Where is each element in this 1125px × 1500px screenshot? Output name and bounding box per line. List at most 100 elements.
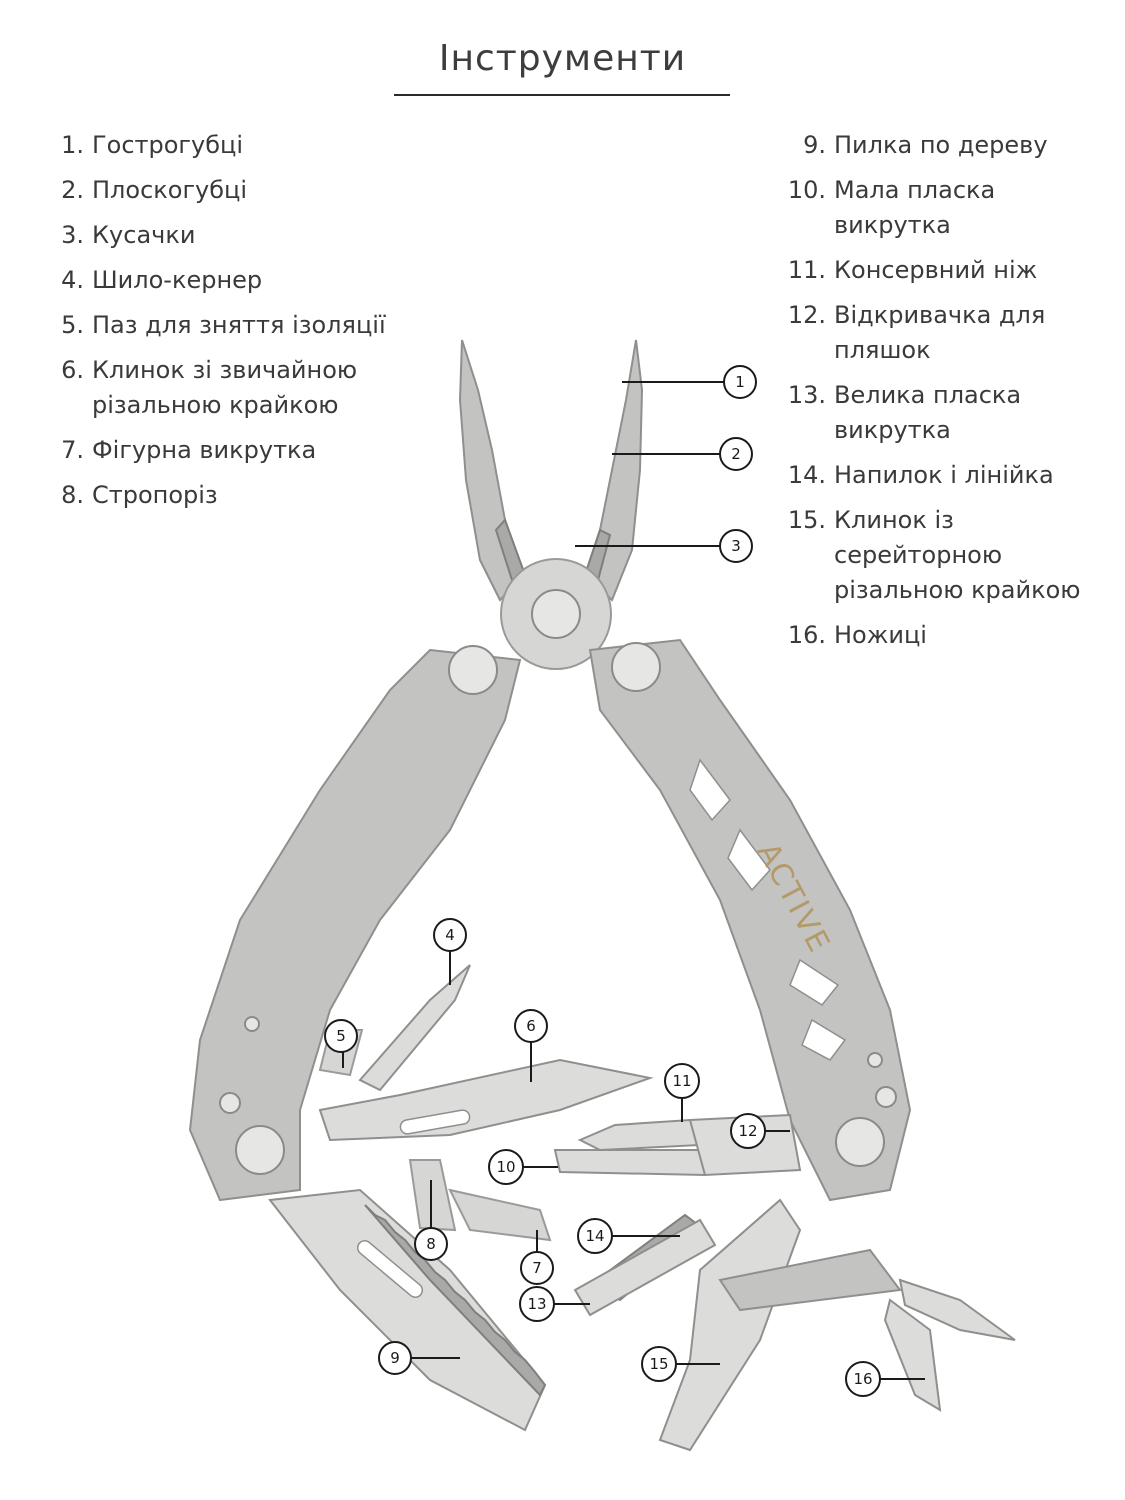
blade-slot bbox=[399, 1109, 471, 1135]
callout-circle bbox=[520, 1251, 554, 1285]
callout-9: 9 bbox=[378, 1341, 460, 1375]
straight-blade bbox=[318, 1058, 654, 1142]
handle-cutout bbox=[801, 1018, 847, 1061]
callout-3: 3 bbox=[575, 529, 753, 563]
callout-number: 11 bbox=[672, 1072, 691, 1090]
handle-pin bbox=[219, 1092, 241, 1114]
legend-text: Паз для зняття ізоляції bbox=[92, 311, 386, 339]
handle-screw bbox=[448, 645, 498, 695]
legend-text: Плоскогубці bbox=[92, 176, 248, 204]
phillips-screwdriver-tool bbox=[448, 1188, 552, 1242]
legend-number: 4. bbox=[61, 266, 84, 294]
legend-text: Напилок і лінійка bbox=[834, 461, 1054, 489]
legend-text: Пилка по дереву bbox=[834, 131, 1048, 159]
strap-cutter-tool bbox=[408, 1159, 457, 1232]
legend-item: 15. Клинок із серейторною різальною крайк… bbox=[782, 503, 1112, 608]
callout-7: 7 bbox=[520, 1230, 554, 1285]
legend-item: 5. Паз для зняття ізоляції bbox=[58, 308, 418, 343]
legend-number: 8. bbox=[61, 481, 84, 509]
legend-number: 10. bbox=[787, 176, 826, 204]
callout-circle bbox=[433, 918, 467, 952]
legend-number: 6. bbox=[61, 356, 84, 384]
scissors-blade bbox=[898, 1278, 1016, 1341]
handle-cutout bbox=[689, 758, 731, 822]
callout-number: 6 bbox=[526, 1017, 536, 1035]
callout-number: 13 bbox=[527, 1295, 546, 1313]
handle-screw bbox=[835, 1117, 885, 1167]
callout-circle bbox=[324, 1019, 358, 1053]
callout-circle bbox=[577, 1218, 613, 1254]
legend-item: 3.Кусачки bbox=[58, 218, 418, 253]
callout-circle bbox=[719, 529, 753, 563]
legend-text: Ножиці bbox=[834, 621, 927, 649]
callout-circle bbox=[414, 1227, 448, 1261]
callout-number: 14 bbox=[585, 1227, 604, 1245]
legend-number: 15. bbox=[787, 506, 826, 534]
handle-left bbox=[188, 648, 522, 1202]
legend-text: Гострогубці bbox=[92, 131, 244, 159]
legend-left: 1. Гострогубці 2. Плоскогубці 3.Кусачки 4.… bbox=[58, 128, 418, 523]
handle-cutout bbox=[727, 828, 771, 892]
callout-15: 15 bbox=[641, 1346, 720, 1382]
legend-item: 9.Пилка по дереву bbox=[782, 128, 1112, 163]
legend-item: 4.Шило-кернер bbox=[58, 263, 418, 298]
callout-circle bbox=[514, 1009, 548, 1043]
scissors-blade bbox=[883, 1298, 942, 1412]
callout-number: 10 bbox=[496, 1158, 515, 1176]
callout-number: 12 bbox=[738, 1122, 757, 1140]
legend-text: Клинок із серейторною різальною крайкою bbox=[834, 506, 1081, 604]
pivot-screw bbox=[531, 589, 581, 639]
legend-number: 13. bbox=[787, 381, 826, 409]
saw-teeth bbox=[364, 1204, 547, 1397]
callout-circle bbox=[719, 437, 753, 471]
legend-text: Велика пласка викрутка bbox=[834, 381, 1022, 444]
callout-16: 16 bbox=[845, 1361, 925, 1397]
legend-number: 2. bbox=[61, 176, 84, 204]
legend-number: 16. bbox=[787, 621, 826, 649]
serrated-blade bbox=[658, 1198, 802, 1452]
legend-item: 6. Клинок зі звичайною різальною крайкою bbox=[58, 353, 418, 423]
legend-item: 1. Гострогубці bbox=[58, 128, 418, 163]
callout-circle bbox=[664, 1063, 700, 1099]
callout-8: 8 bbox=[414, 1180, 448, 1261]
callout-number: 16 bbox=[853, 1370, 872, 1388]
saw-blade bbox=[268, 1188, 547, 1432]
legend-number: 7. bbox=[61, 436, 84, 464]
small-flat-screwdriver bbox=[553, 1149, 707, 1177]
legend-item: 14.Напилок і лінійка bbox=[782, 458, 1112, 493]
handle-pin bbox=[244, 1016, 260, 1032]
legend-text: Мала пласка викрутка bbox=[834, 176, 996, 239]
legend-text: Консервний ніж bbox=[834, 256, 1038, 284]
callout-circle bbox=[723, 365, 757, 399]
callout-14: 14 bbox=[577, 1218, 680, 1254]
callout-2: 2 bbox=[612, 437, 753, 471]
legend-text: Кусачки bbox=[92, 221, 196, 249]
legend-text: Фігурна викрутка bbox=[92, 436, 317, 464]
legend-number: 11. bbox=[787, 256, 826, 284]
callout-10: 10 bbox=[488, 1149, 558, 1185]
large-flat-screwdriver bbox=[573, 1218, 717, 1317]
legend-number: 1. bbox=[61, 131, 84, 159]
legend-item: 13. Велика пласка викрутка bbox=[782, 378, 1112, 448]
callout-number: 2 bbox=[731, 445, 741, 463]
legend-right: 9.Пилка по дереву 10. Мала пласка викрутк… bbox=[782, 128, 1112, 663]
callout-circle bbox=[378, 1341, 412, 1375]
callout-number: 7 bbox=[532, 1259, 542, 1277]
legend-text: Відкривачка для пляшок bbox=[834, 301, 1046, 364]
legend-item: 10. Мала пласка викрутка bbox=[782, 173, 1112, 243]
callout-12: 12 bbox=[730, 1113, 790, 1149]
handle-screw bbox=[611, 642, 661, 692]
can-opener-tool bbox=[577, 1118, 702, 1152]
callout-circle bbox=[641, 1346, 677, 1382]
callout-circle bbox=[519, 1286, 555, 1322]
handle-screw bbox=[235, 1125, 285, 1175]
callout-1: 1 bbox=[622, 365, 757, 399]
callout-circle bbox=[845, 1361, 881, 1397]
legend-number: 5. bbox=[61, 311, 84, 339]
legend-text: Клинок зі звичайною різальною крайкою bbox=[92, 356, 358, 419]
callout-4: 4 bbox=[433, 918, 467, 985]
callout-number: 8 bbox=[426, 1235, 436, 1253]
callout-number: 3 bbox=[731, 537, 741, 555]
legend-item: 2. Плоскогубці bbox=[58, 173, 418, 208]
